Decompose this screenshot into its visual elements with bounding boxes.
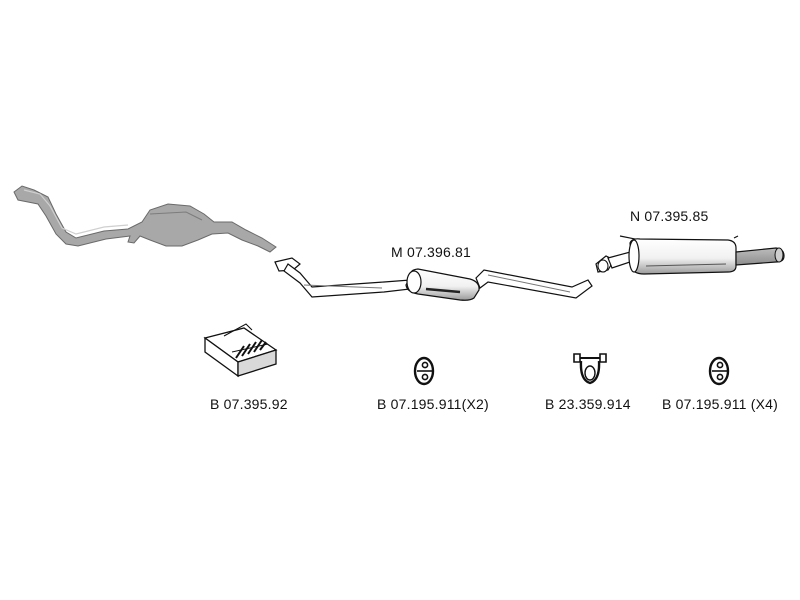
rubber-hanger-ring-icon: [413, 356, 435, 386]
rear-silencer-label: N 07.395.85: [630, 208, 709, 224]
hanger-ring-label-x2: B 07.195.911(X2): [377, 396, 489, 412]
rear-silencer-assembly: [595, 235, 785, 275]
front-pipe-with-catalyst: [13, 185, 277, 253]
middle-silencer-assembly: [274, 257, 593, 301]
middle-silencer-label: M 07.396.81: [391, 244, 472, 260]
rubber-hanger-ring-icon: [708, 356, 730, 386]
pipe-clamp-label: B 23.359.914: [545, 396, 631, 412]
mounting-kit-box-icon: [203, 323, 278, 378]
mounting-kit-label: B 07.395.92: [210, 396, 288, 412]
pipe-clamp-icon: [573, 353, 607, 385]
hanger-ring-label-x4: B 07.195.911 (X4): [662, 396, 778, 412]
